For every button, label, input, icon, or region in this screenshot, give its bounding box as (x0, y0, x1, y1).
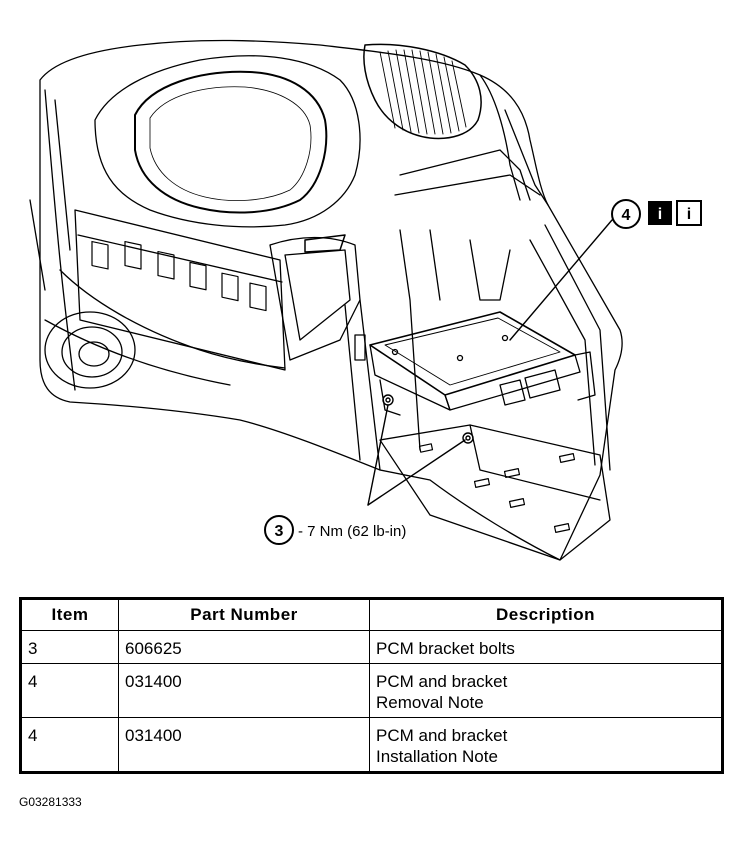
svg-text:i: i (687, 206, 691, 223)
description-line: PCM and bracket (376, 726, 508, 745)
switch-bank (74, 209, 286, 371)
pcm-tray (379, 424, 611, 561)
cell-description: PCM and bracket Removal Note (369, 663, 723, 718)
cell-part-number: 031400 (118, 663, 370, 718)
callout-item3: 3 - 7 Nm (62 lb-in) (264, 515, 406, 545)
description-note: Removal Note (376, 693, 484, 712)
table-header-row: Item Part Number Description (20, 598, 723, 631)
header-description: Description (369, 598, 723, 631)
cell-part-number: 031400 (118, 717, 370, 773)
table-row: 4 031400 PCM and bracket Removal Note (20, 663, 723, 718)
table-row: 3 606625 PCM bracket bolts (20, 630, 723, 664)
leader-line-item3a (367, 404, 389, 506)
table-row: 4 031400 PCM and bracket Installation No… (20, 717, 723, 773)
parts-table: Item Part Number Description 3 606625 PC… (19, 597, 724, 774)
cell-part-number: 606625 (118, 630, 370, 664)
header-part-number: Part Number (118, 598, 370, 631)
description-line: PCM bracket bolts (376, 639, 515, 658)
svg-text:3: 3 (275, 523, 284, 540)
bracket-bolts (382, 394, 474, 444)
leader-line-item4 (509, 219, 613, 341)
speaker (44, 311, 136, 389)
cell-description: PCM bracket bolts (369, 630, 723, 664)
cell-item: 3 (20, 630, 119, 664)
cell-description: PCM and bracket Installation Note (369, 717, 723, 773)
info-icon-filled: i (648, 201, 672, 225)
cluster-hood (94, 55, 361, 228)
leader-line-item3b (367, 439, 466, 506)
description-line: PCM and bracket (376, 672, 508, 691)
description-note: Installation Note (376, 747, 498, 766)
torque-spec: - 7 Nm (62 lb-in) (298, 523, 406, 540)
figure-code: G03281333 (19, 795, 82, 809)
cell-item: 4 (20, 663, 119, 718)
dashboard-outline (39, 39, 623, 561)
callout-item4: 4 i i (611, 199, 702, 229)
center-vent (363, 43, 482, 140)
cell-item: 4 (20, 717, 119, 773)
info-icon-outline: i (676, 200, 702, 226)
svg-text:4: 4 (622, 207, 631, 224)
svg-text:i: i (658, 206, 662, 223)
cluster-lens (134, 70, 328, 214)
header-item: Item (20, 598, 119, 631)
dashboard-pcm-illustration: 4 i i 3 - 7 Nm (62 lb-in) (29, 39, 702, 561)
